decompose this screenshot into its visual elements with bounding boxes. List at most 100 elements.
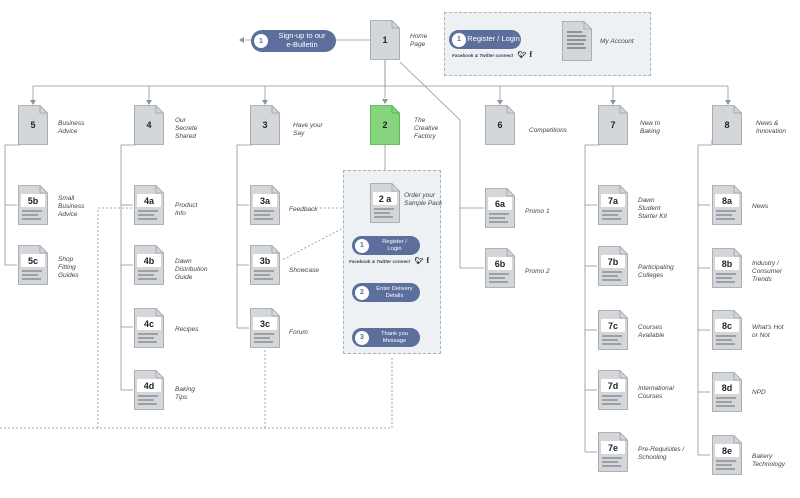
arrow-head bbox=[497, 100, 503, 105]
section-business-advice-label: Business Advice bbox=[58, 120, 85, 136]
home-page-label: Home Page bbox=[410, 33, 428, 49]
ebulletin-signup-button-step-number: 1 bbox=[254, 34, 268, 48]
dashed-link bbox=[97, 207, 132, 428]
page-5b[interactable]: 5b bbox=[18, 185, 48, 225]
page-4b[interactable]: 4b bbox=[134, 245, 164, 285]
page-8c[interactable]: 8c bbox=[712, 310, 742, 350]
page-7a-number: 7a bbox=[601, 194, 625, 207]
section-news-innovation[interactable]: 8 bbox=[712, 105, 742, 145]
section-creative-factory[interactable]: 2 bbox=[370, 105, 400, 145]
section-have-your-say[interactable]: 3 bbox=[250, 105, 280, 145]
my-account-label: My Account bbox=[600, 38, 634, 45]
arrow-head bbox=[146, 100, 152, 105]
page-7c-label: Courses Available bbox=[638, 324, 665, 340]
section-business-advice[interactable]: 5 bbox=[18, 105, 48, 145]
page-5c[interactable]: 5c bbox=[18, 245, 48, 285]
thank-you-message-step-step-number: 3 bbox=[355, 330, 369, 345]
social-connect-sample-text: Facebook & Twitter connect bbox=[349, 259, 411, 264]
page-8d-number: 8d bbox=[715, 381, 739, 394]
page-5c-label: Shop Fitting Guides bbox=[58, 256, 79, 280]
page-6a-number: 6a bbox=[488, 197, 512, 210]
order-sample-pack-page[interactable]: 2 a bbox=[370, 183, 400, 223]
page-4c-number: 4c bbox=[137, 317, 161, 330]
facebook-icon[interactable]: f bbox=[529, 50, 533, 59]
sample-register-login-step-step-number: 1 bbox=[355, 238, 369, 253]
page-3c-number: 3c bbox=[253, 317, 277, 330]
facebook-icon[interactable]: f bbox=[426, 256, 430, 265]
section-creative-factory-label: The Creative Factory bbox=[414, 117, 439, 141]
arrow-head bbox=[30, 100, 36, 105]
twitter-icon[interactable]: 🐦︎ bbox=[517, 52, 527, 59]
thank-you-message-step-label: Thank you Message bbox=[380, 330, 409, 344]
page-3b[interactable]: 3b bbox=[250, 245, 280, 285]
page-5c-number: 5c bbox=[21, 254, 45, 267]
section-news-innovation-number: 8 bbox=[724, 120, 730, 130]
dashed-link bbox=[0, 356, 393, 429]
page-7c[interactable]: 7c bbox=[598, 310, 628, 350]
twitter-icon[interactable]: 🐦︎ bbox=[414, 258, 424, 265]
page-7b-label: Participating Colleges bbox=[638, 264, 674, 280]
page-3b-number: 3b bbox=[253, 254, 277, 267]
section-news-innovation-label: News & Innovation bbox=[756, 120, 786, 136]
page-8d[interactable]: 8d bbox=[712, 372, 742, 412]
page-6a[interactable]: 6a bbox=[485, 188, 515, 228]
page-3a-number: 3a bbox=[253, 194, 277, 207]
page-8c-label: What's Hot or Not bbox=[752, 324, 784, 340]
page-4d-label: Baking Tips bbox=[175, 386, 195, 402]
connector-line bbox=[584, 140, 600, 452]
section-competitions-number: 6 bbox=[497, 120, 503, 130]
ebulletin-signup-button-label: Sign-up to our e-Bulletin bbox=[278, 31, 326, 49]
page-3a-label: Feedback bbox=[289, 206, 318, 213]
my-account-page[interactable] bbox=[562, 21, 592, 61]
connector-line bbox=[236, 140, 252, 328]
page-3c[interactable]: 3c bbox=[250, 308, 280, 348]
section-our-secrets-shared[interactable]: 4 bbox=[134, 105, 164, 145]
page-4b-label: Dawn Distribution Guide bbox=[175, 258, 208, 282]
page-7d[interactable]: 7d bbox=[598, 370, 628, 410]
page-4a-label: Product Info bbox=[175, 202, 198, 218]
page-3a[interactable]: 3a bbox=[250, 185, 280, 225]
connector-line bbox=[459, 208, 484, 269]
page-7e[interactable]: 7e bbox=[598, 432, 628, 472]
arrow-head bbox=[725, 100, 731, 105]
page-3b-label: Showcase bbox=[289, 267, 319, 274]
page-8b-number: 8b bbox=[715, 257, 739, 270]
enter-delivery-details-step-step-number: 2 bbox=[355, 285, 369, 300]
page-6b-label: Promo 2 bbox=[525, 268, 550, 275]
arrow-head bbox=[262, 100, 268, 105]
page-8e[interactable]: 8e bbox=[712, 435, 742, 475]
page-8a[interactable]: 8a bbox=[712, 185, 742, 225]
page-5b-label: Small Business Advice bbox=[58, 195, 85, 219]
home-page[interactable]: 1 bbox=[370, 20, 400, 60]
page-4c-label: Recipes bbox=[175, 326, 199, 333]
thank-you-message-step[interactable]: 3 Thank you Message bbox=[352, 328, 420, 347]
page-8a-number: 8a bbox=[715, 194, 739, 207]
home-page-number: 1 bbox=[382, 35, 388, 45]
page-7b[interactable]: 7b bbox=[598, 246, 628, 286]
section-new-to-baking-number: 7 bbox=[610, 120, 616, 130]
page-4d[interactable]: 4d bbox=[134, 370, 164, 410]
connector-line bbox=[697, 140, 713, 455]
page-8b[interactable]: 8b bbox=[712, 248, 742, 288]
page-4a[interactable]: 4a bbox=[134, 185, 164, 225]
page-6b[interactable]: 6b bbox=[485, 248, 515, 288]
section-business-advice-number: 5 bbox=[30, 120, 36, 130]
page-7a[interactable]: 7a bbox=[598, 185, 628, 225]
ebulletin-signup-button[interactable]: 1 Sign-up to our e-Bulletin bbox=[251, 30, 336, 52]
page-7a-label: Dawn Student Starter Kit bbox=[638, 197, 667, 221]
page-8e-label: Bakery Technology bbox=[752, 453, 786, 469]
connector-line bbox=[4, 140, 20, 265]
section-competitions[interactable]: 6 bbox=[485, 105, 515, 145]
page-5b-number: 5b bbox=[21, 194, 45, 207]
page-7d-label: International Courses bbox=[638, 385, 674, 401]
page-4c[interactable]: 4c bbox=[134, 308, 164, 348]
section-creative-factory-number: 2 bbox=[382, 120, 388, 130]
page-6b-number: 6b bbox=[488, 257, 512, 270]
page-7e-label: Pre-Requisites / Schooling bbox=[638, 446, 685, 462]
order-sample-pack-label: Order your Sample Pack bbox=[404, 192, 443, 208]
section-new-to-baking[interactable]: 7 bbox=[598, 105, 628, 145]
